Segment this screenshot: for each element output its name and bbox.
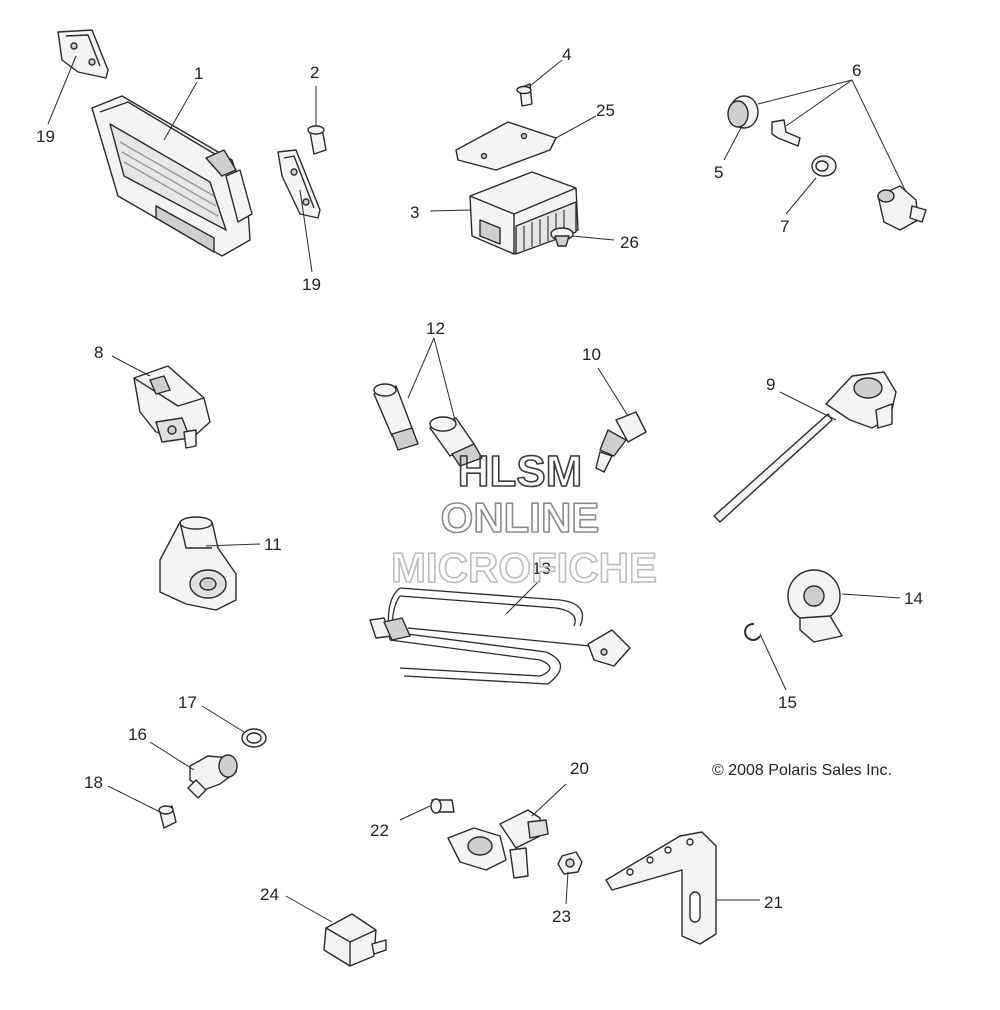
callout-7: 7: [780, 217, 789, 236]
part-18-bolt[interactable]: [158, 805, 177, 829]
part-10-temp-sensor[interactable]: [595, 411, 647, 473]
part-8-map-sensor[interactable]: [133, 365, 211, 449]
part-26-plug[interactable]: [550, 227, 574, 247]
part-25-gasket[interactable]: [455, 121, 557, 171]
callout-18: 18: [84, 773, 103, 792]
part-15-clip[interactable]: [744, 622, 761, 641]
part-7-grommet[interactable]: [811, 155, 837, 177]
callout-4: 4: [562, 45, 571, 64]
part-4-screw[interactable]: [516, 83, 533, 107]
callout-10: 10: [582, 345, 601, 364]
watermark-line-2: ONLINE: [441, 494, 600, 541]
callout-5: 5: [714, 163, 723, 182]
callouts: 19 1 2 19 4 25 3 26 6 5 7 8 12 10 9 11 1…: [36, 45, 923, 926]
callout-2: 2: [310, 63, 319, 82]
callout-15: 15: [778, 693, 797, 712]
callout-14: 14: [904, 589, 923, 608]
callout-17: 17: [178, 693, 197, 712]
part-21-bracket[interactable]: [605, 831, 717, 945]
callout-23: 23: [552, 907, 571, 926]
part-14-knock-sensor[interactable]: [787, 569, 843, 643]
part-20-iac-valve[interactable]: [447, 809, 549, 879]
part-19-bracket-upper[interactable]: [57, 29, 109, 79]
watermark: HLSM ONLINE MICROFICHE: [390, 446, 658, 592]
callout-22: 22: [370, 821, 389, 840]
part-11-tps[interactable]: [159, 516, 237, 611]
callout-26: 26: [620, 233, 639, 252]
part-1-ecu[interactable]: [91, 95, 253, 257]
part-5-cap[interactable]: [727, 95, 759, 129]
callout-25: 25: [596, 101, 615, 120]
callout-9: 9: [766, 375, 775, 394]
callout-19-lower: 19: [302, 275, 321, 294]
part-16-elbow[interactable]: [187, 754, 238, 799]
callout-3: 3: [410, 203, 419, 222]
part-2-bolt[interactable]: [307, 125, 327, 155]
part-24-switch[interactable]: [323, 913, 387, 967]
callout-12: 12: [426, 319, 445, 338]
part-22-bolt[interactable]: [430, 798, 455, 814]
part-12-sensor-b[interactable]: [429, 416, 483, 467]
callout-19-upper: 19: [36, 127, 55, 146]
part-23-nut[interactable]: [557, 851, 583, 875]
watermark-line-3: MICROFICHE: [391, 544, 657, 591]
copyright-notice: © 2008 Polaris Sales Inc.: [712, 762, 892, 779]
callout-6: 6: [852, 61, 861, 80]
callout-21: 21: [764, 893, 783, 912]
callout-16: 16: [128, 725, 147, 744]
leader-lines: [47, 55, 907, 923]
part-9-rod-sensor[interactable]: [713, 371, 897, 523]
part-17-oring[interactable]: [241, 728, 267, 748]
callout-1: 1: [194, 64, 203, 83]
callout-20: 20: [570, 759, 589, 778]
watermark-line-1: HLSM: [458, 447, 583, 496]
callout-8: 8: [94, 343, 103, 362]
callout-24: 24: [260, 885, 279, 904]
callout-13: 13: [532, 559, 551, 578]
callout-11: 11: [264, 535, 282, 554]
part-13-harness[interactable]: [369, 587, 631, 685]
part-6-clip[interactable]: [771, 119, 801, 147]
part-19-bracket-lower[interactable]: [277, 149, 321, 219]
part-6-sensor[interactable]: [877, 185, 927, 231]
part-12-sensor-a[interactable]: [373, 383, 419, 451]
